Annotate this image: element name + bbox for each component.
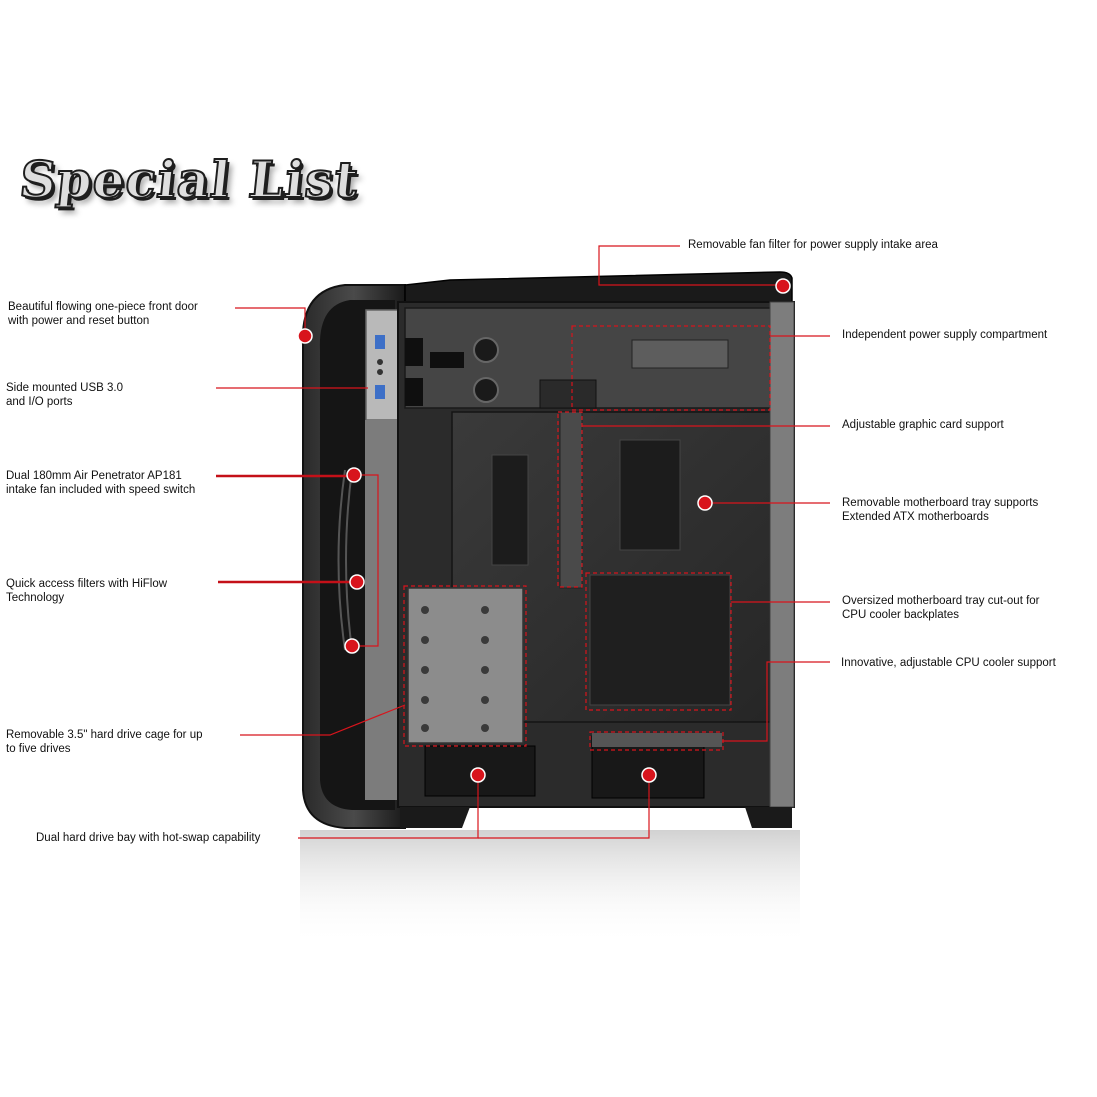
hdd-cage-screws: [421, 606, 489, 732]
grommet: [473, 337, 499, 363]
callout-cutout: Oversized motherboard tray cut-out for C…: [842, 594, 1040, 622]
callout-cpu-support: Innovative, adjustable CPU cooler suppor…: [841, 656, 1056, 670]
tray-cutout: [619, 439, 681, 551]
callout-line: Oversized motherboard tray cut-out for: [842, 595, 1040, 607]
callout-line: Removable 3.5" hard drive cage for up: [6, 729, 203, 741]
hdd-cage: [407, 587, 524, 744]
callout-gpu-support: Adjustable graphic card support: [842, 418, 1004, 432]
case-back-edge: [769, 301, 795, 808]
callout-line: Side mounted USB 3.0: [6, 382, 123, 394]
callout-line: Beautiful flowing one-piece front door: [8, 301, 198, 313]
callout-marker: [641, 767, 657, 783]
audio-jack-icon: [377, 369, 383, 375]
tray-cutout: [491, 454, 529, 566]
callout-line: with power and reset button: [8, 315, 150, 327]
callout-line: Independent power supply compartment: [842, 329, 1048, 341]
front-vents: [337, 469, 353, 651]
callout-marker: [697, 495, 713, 511]
top-panel: [404, 271, 793, 303]
callout-line: Technology: [6, 592, 65, 604]
leader-lines: [216, 245, 830, 839]
callout-psu-compartment: Independent power supply compartment: [842, 328, 1047, 342]
cpu-cutout: [589, 574, 731, 706]
callout-marker: [470, 767, 486, 783]
hotswap-connectors: [592, 733, 722, 747]
floor-reflection: [300, 830, 800, 945]
callout-line: Extended ATX motherboards: [842, 511, 989, 523]
grommet: [473, 377, 499, 403]
io-panel: [365, 309, 401, 421]
callout-front-door: Beautiful flowing one-piece front door w…: [8, 300, 198, 328]
callout-line: to five drives: [6, 743, 71, 755]
page-title: Special List: [16, 149, 363, 210]
callout-line: Innovative, adjustable CPU cooler suppor…: [841, 657, 1056, 669]
psu-cutout: [430, 352, 464, 368]
front-edge: [365, 420, 401, 800]
callout-markers: [297, 278, 791, 783]
callout-line: Dual hard drive bay with hot-swap capabi…: [36, 832, 261, 844]
callout-line: Adjustable graphic card support: [842, 419, 1004, 431]
psu-label: [631, 339, 729, 369]
case-foot: [745, 807, 792, 828]
callout-marker: [349, 574, 365, 590]
callout-line: and I/O ports: [6, 396, 73, 408]
case-foot: [400, 807, 470, 828]
callout-line: CPU cooler backplates: [842, 609, 959, 621]
callout-psu-filter: Removable fan filter for power supply in…: [688, 238, 938, 252]
callout-filters: Quick access filters with HiFlow Technol…: [6, 577, 167, 605]
usb-port-icon: [375, 385, 385, 399]
gpu-support-bar: [559, 411, 583, 589]
callout-mb-tray: Removable motherboard tray supports Exte…: [842, 496, 1038, 524]
callout-usb: Side mounted USB 3.0 and I/O ports: [6, 381, 123, 409]
callout-marker: [344, 638, 360, 654]
callout-hdd-cage: Removable 3.5" hard drive cage for up to…: [6, 728, 203, 756]
callout-marker: [775, 278, 791, 294]
leader-lines-bold: [216, 474, 354, 584]
callout-line: intake fan included with speed switch: [6, 484, 196, 496]
callout-line: Quick access filters with HiFlow: [6, 578, 168, 590]
callout-line: Removable fan filter for power supply in…: [688, 239, 938, 251]
callout-line: Dual 180mm Air Penetrator AP181: [6, 470, 182, 482]
usb-port-icon: [375, 335, 385, 349]
callout-marker: [346, 467, 362, 483]
callout-fan: Dual 180mm Air Penetrator AP181 intake f…: [6, 469, 195, 497]
callout-marker: [297, 328, 313, 344]
drive-bay-slot: [405, 338, 423, 366]
highlight-boxes: [403, 325, 771, 751]
callout-line: Removable motherboard tray supports: [842, 497, 1039, 509]
drive-bay-slot: [405, 378, 423, 406]
audio-jack-icon: [377, 359, 383, 365]
gpu-support-clamp: [539, 379, 597, 409]
callout-hotswap: Dual hard drive bay with hot-swap capabi…: [36, 831, 260, 845]
